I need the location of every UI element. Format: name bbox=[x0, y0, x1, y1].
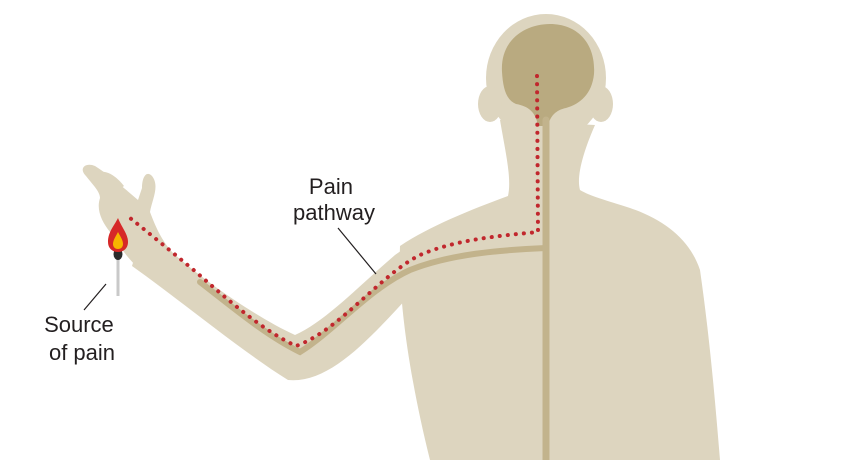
flame-inner bbox=[113, 232, 123, 249]
torso bbox=[399, 120, 720, 460]
human-figure bbox=[82, 14, 720, 460]
left-ear bbox=[478, 86, 502, 122]
lit-match-icon bbox=[108, 218, 128, 296]
pain-pathway-label-line2: pathway bbox=[293, 200, 375, 225]
hand bbox=[82, 164, 172, 266]
leader-lines bbox=[83, 227, 377, 311]
pain-pathway-label-line1: Pain bbox=[309, 174, 353, 199]
fingers bbox=[100, 171, 124, 192]
right-ear bbox=[589, 86, 613, 122]
source-of-pain-label: Source of pain bbox=[44, 312, 120, 365]
arm bbox=[132, 200, 530, 381]
source-leader bbox=[83, 283, 107, 311]
pain-pathway-label: Pain pathway bbox=[293, 174, 375, 225]
pain-pathway bbox=[128, 74, 541, 349]
pain-pathway-dots bbox=[128, 74, 541, 349]
match-stick bbox=[116, 252, 120, 296]
source-of-pain-label-line1: Source bbox=[44, 312, 114, 337]
source-of-pain-label-line2: of pain bbox=[49, 340, 115, 365]
labels: Pain pathway Source of pain bbox=[44, 174, 375, 365]
brain-icon bbox=[501, 24, 595, 126]
brain bbox=[501, 24, 595, 126]
pain-pathway-leader bbox=[337, 227, 377, 275]
